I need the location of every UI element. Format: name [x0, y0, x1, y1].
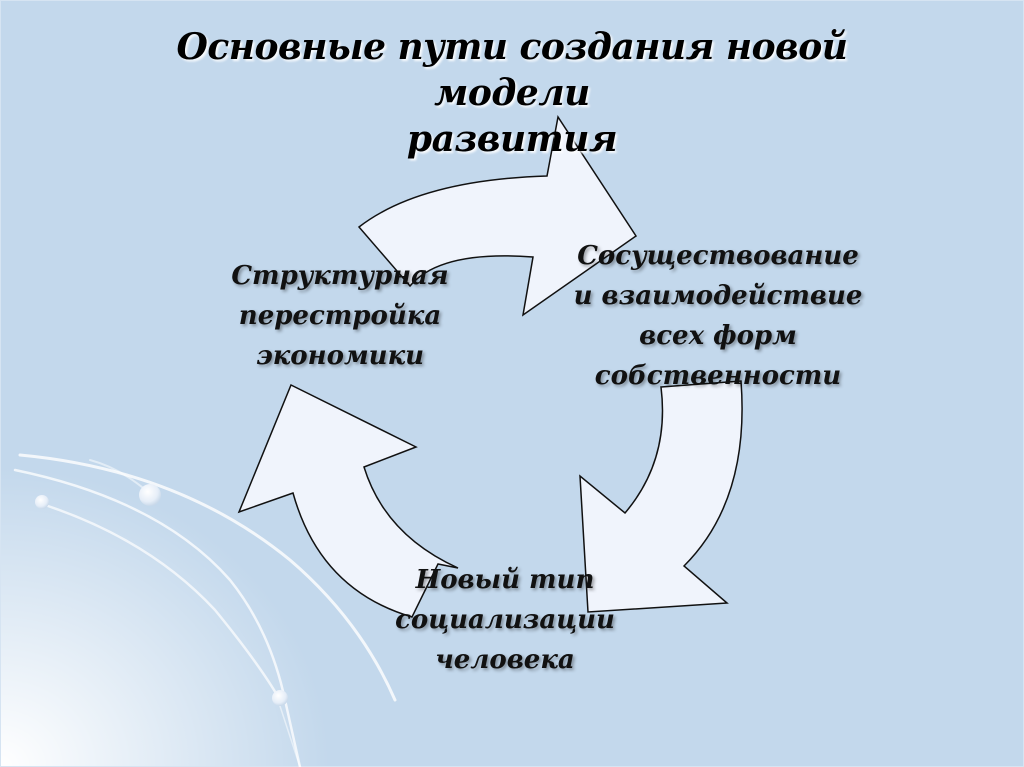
- node-coexistence-of-ownership-forms: Сосуществование и взаимодействие всех фо…: [548, 236, 888, 396]
- node-line: экономики: [255, 341, 425, 371]
- node-new-socialization-type: Новый тип социализации человека: [370, 560, 640, 680]
- orb-icon: [35, 495, 49, 509]
- node-line: всех форм: [639, 321, 797, 351]
- arrow-top-icon: [357, 115, 638, 317]
- arrow-left-icon: [237, 383, 459, 618]
- orb-icon: [139, 484, 161, 506]
- title-line-2: развития: [406, 118, 618, 160]
- title-line-1: Основные пути создания новой модели: [176, 26, 848, 114]
- node-line: социализации: [395, 605, 615, 635]
- node-line: Сосуществование: [577, 241, 859, 271]
- node-line: человека: [435, 645, 575, 675]
- orb-icon: [272, 690, 288, 706]
- node-structural-restructuring: Структурная перестройка экономики: [200, 256, 480, 376]
- node-line: собственности: [594, 361, 842, 391]
- slide-title: Основные пути создания новой модели разв…: [100, 24, 924, 162]
- node-line: Новый тип: [415, 565, 595, 595]
- node-line: перестройка: [238, 301, 442, 331]
- node-line: Структурная: [231, 261, 449, 291]
- arrow-right-icon: [579, 380, 743, 613]
- node-line: и взаимодействие: [573, 281, 863, 311]
